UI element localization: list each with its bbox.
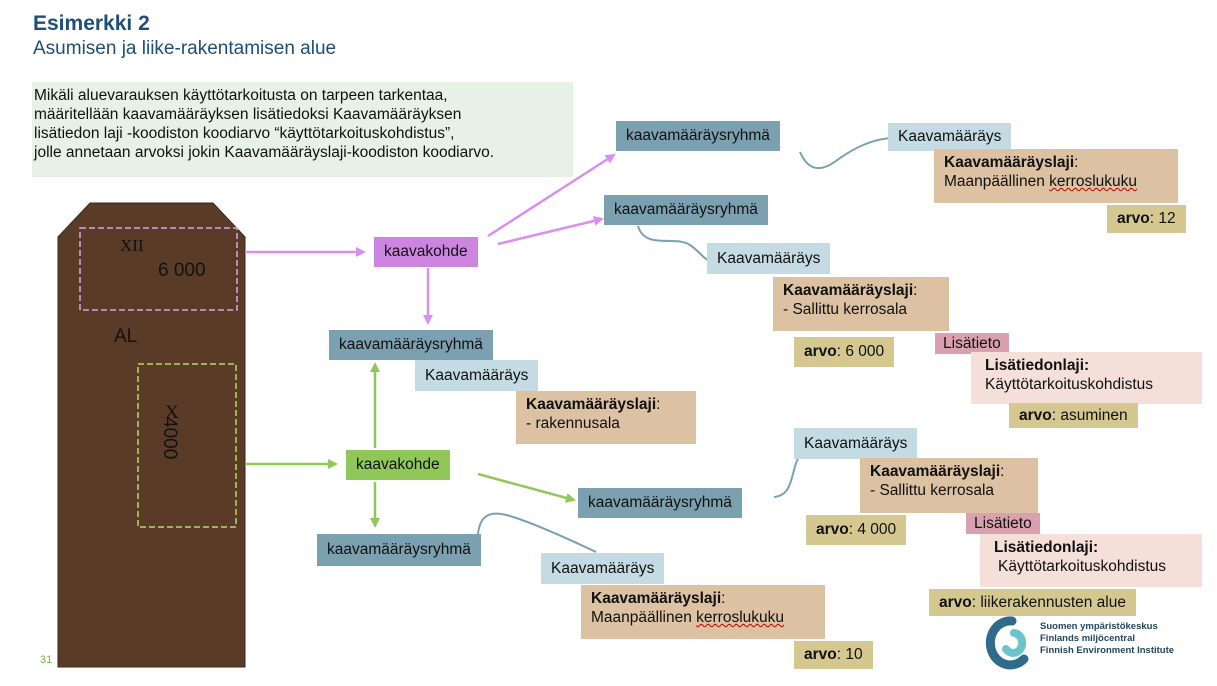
arvo-value: : 4 000 — [848, 521, 897, 538]
arvo-liike: arvo: liikerakennusten alue — [929, 589, 1136, 616]
kaavamaarays-top: Kaavamääräys — [888, 123, 1012, 151]
laji-label: Kaavamääräyslaji — [591, 590, 722, 607]
laji-label: Kaavamääräyslaji — [870, 463, 1001, 480]
map-area-label: AL — [114, 326, 138, 347]
lisatiedonlaji-value: Käyttötarkoituskohdistus — [998, 558, 1167, 575]
intro-text: Mikäli aluevarauksen käyttötarkoitusta o… — [32, 82, 573, 177]
arvo-value: : 6 000 — [836, 343, 885, 360]
arvo-label: arvo — [804, 343, 837, 360]
curve-group-mid-to-kaavamaarays — [637, 225, 709, 261]
group-left: kaavamääräysryhmä — [329, 330, 493, 360]
group-top: kaavamääräysryhmä — [616, 121, 780, 151]
kaavamaarays-mid: Kaavamääräys — [707, 243, 831, 274]
syke-logo-text: Suomen ympäristökeskus Finlands miljöcen… — [1040, 621, 1174, 657]
lower-subarea-outline — [137, 363, 237, 528]
syke-logo-icon — [985, 616, 1029, 670]
colon: : — [656, 396, 661, 413]
lisatiedonlaji-lower: Lisätiedonlaji: Käyttötarkoituskohdistus — [980, 534, 1202, 587]
colon: : — [1000, 463, 1005, 480]
arvo-label: arvo — [804, 646, 837, 663]
lisatieto-lower: Lisätieto — [966, 513, 1040, 534]
colon: : — [913, 282, 918, 299]
arvo-label: arvo — [816, 521, 849, 538]
logo-line: Finlands miljöcentral — [1040, 633, 1136, 644]
kaavamaarays-left: Kaavamääräys — [415, 360, 539, 391]
lisatiedonlaji-label: Lisätiedonlaji: — [985, 357, 1090, 374]
arvo-mid: arvo: 6 000 — [794, 337, 895, 367]
kaavakohde-upper: kaavakohde — [374, 237, 478, 267]
laji-label: Kaavamääräyslaji — [944, 154, 1075, 171]
group-right: kaavamääräysryhmä — [578, 488, 742, 518]
lisatiedonlaji-value: Käyttötarkoituskohdistus — [985, 376, 1154, 393]
logo-line: Suomen ympäristökeskus — [1040, 621, 1158, 632]
laji-value-part: kerroslukuku — [1049, 173, 1138, 190]
map-lower-value: 4000 — [159, 417, 180, 460]
page-number: 31 — [40, 654, 53, 666]
colon: : — [721, 590, 726, 607]
arvo-label: arvo — [1019, 407, 1052, 424]
colon: : — [1074, 154, 1079, 171]
upper-subarea-outline — [79, 227, 238, 311]
zoning-map-shape — [57, 202, 246, 668]
kaavamaarays-right: Kaavamääräys — [794, 428, 918, 459]
laji-right: Kaavamääräyslaji: - Sallittu kerrosala — [860, 458, 1038, 513]
logo-line: Finnish Environment Institute — [1040, 645, 1175, 656]
lisatiedonlaji-label: Lisätiedonlaji: — [994, 539, 1099, 556]
lisatieto-upper: Lisätieto — [935, 333, 1009, 354]
laji-value-part: kerroslukuku — [696, 609, 785, 626]
arvo-asuminen: arvo: asuminen — [1009, 403, 1138, 428]
laji-mid: Kaavamääräyslaji: - Sallittu kerrosala — [773, 277, 949, 331]
arvo-label: arvo — [939, 594, 972, 611]
lisatiedonlaji-upper: Lisätiedonlaji: Käyttötarkoituskohdistus — [971, 352, 1202, 404]
map-upper-value: 6 000 — [158, 260, 206, 281]
arvo-value: : liikerakennusten alue — [971, 594, 1126, 611]
intro-line: lisätiedon laji -koodiston koodiarvo “kä… — [34, 125, 455, 142]
arvo-value: : 12 — [1149, 210, 1176, 227]
laji-bottom: Kaavamääräyslaji: Maanpäällinen kerroslu… — [581, 585, 825, 639]
intro-line: jolle annetaan arvoksi jokin Kaavamääräy… — [34, 144, 495, 161]
laji-left: Kaavamääräyslaji: - rakennusala — [516, 391, 696, 444]
laji-label: Kaavamääräyslaji — [526, 396, 657, 413]
curve-group-top-to-kaavamaarays — [799, 137, 891, 170]
laji-value-part: Maanpäällinen — [944, 173, 1045, 190]
curve-group-bottom-to-kaavamaarays — [477, 512, 597, 553]
intro-line: Mikäli aluevarauksen käyttötarkoitusta o… — [34, 87, 448, 104]
arrow-kohde-to-group-top — [487, 153, 616, 238]
arrow-kohde-to-group-right — [477, 472, 576, 503]
arvo-value: : asuminen — [1051, 407, 1128, 424]
laji-value: - Sallittu kerrosala — [783, 301, 908, 318]
map-lower-code: X — [165, 402, 179, 423]
kaavamaarays-bottom: Kaavamääräys — [541, 553, 665, 584]
map-upper-code: XII — [120, 236, 144, 255]
slide-title: Esimerkki 2 — [33, 12, 150, 35]
arrow-kohde-to-group-mid — [497, 216, 604, 246]
arvo-10: arvo: 10 — [794, 641, 873, 669]
group-mid: kaavamääräysryhmä — [604, 195, 768, 225]
arvo-value: : 10 — [836, 646, 863, 663]
laji-label: Kaavamääräyslaji — [783, 282, 914, 299]
slide-subtitle: Asumisen ja liike-rakentamisen alue — [33, 38, 337, 59]
laji-value-part: Maanpäällinen — [591, 609, 692, 626]
laji-value: - Sallittu kerrosala — [870, 482, 995, 499]
arvo-4000: arvo: 4 000 — [806, 515, 907, 545]
kaavakohde-lower: kaavakohde — [346, 450, 450, 480]
laji-value: - rakennusala — [526, 415, 620, 432]
arvo-label: arvo — [1117, 210, 1150, 227]
arvo-top: arvo: 12 — [1107, 205, 1186, 233]
curve-group-right-to-kaavamaarays — [773, 454, 801, 498]
intro-line: määritellään kaavamääräyksen lisätiedoks… — [34, 106, 462, 123]
laji-top: Kaavamääräyslaji: Maanpäällinen kerroslu… — [934, 149, 1178, 203]
group-bottom: kaavamääräysryhmä — [317, 534, 481, 566]
